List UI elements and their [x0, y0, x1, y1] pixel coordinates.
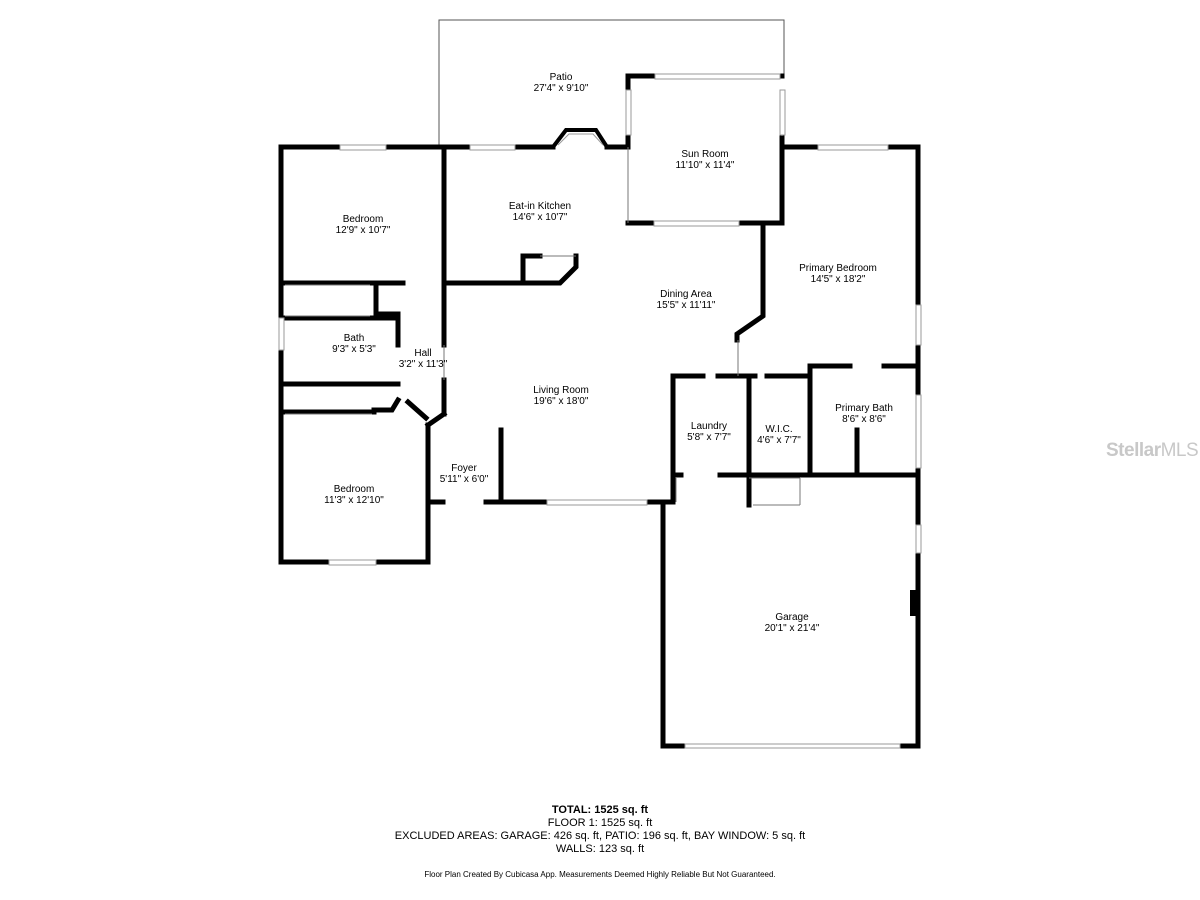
kitchen-name: Eat-in Kitchen [509, 201, 571, 212]
excluded-areas: EXCLUDED AREAS: GARAGE: 426 sq. ft, PATI… [394, 830, 806, 842]
bay-window [551, 128, 609, 149]
wic-dims: 4'6" x 7'7" [757, 435, 801, 446]
laundry-name: Laundry [691, 421, 727, 432]
primary-bath-dims: 8'6" x 8'6" [842, 414, 886, 425]
garage-name: Garage [775, 612, 809, 623]
windows [278, 73, 922, 749]
walls-area: WALLS: 123 sq. ft [555, 843, 645, 855]
dining-dims: 15'5" x 11'11" [657, 300, 716, 311]
foyer-dims: 5'11" x 6'0" [440, 474, 489, 485]
watermark-suffix: MLS [1160, 440, 1199, 461]
hall-name: Hall [414, 348, 431, 359]
bay-window-glass [557, 133, 604, 146]
sun-room-name: Sun Room [681, 149, 728, 160]
walls [278, 73, 921, 749]
credit-note: Floor Plan Created By Cubicasa App. Meas… [424, 870, 776, 879]
patio-dims: 27'4" x 9'10" [534, 83, 589, 94]
bedroom-2-name: Bedroom [334, 484, 375, 495]
hall-dims: 3'2" x 11'3" [399, 359, 448, 370]
primary-bedroom-name: Primary Bedroom [799, 263, 877, 274]
total-area: TOTAL: 1525 sq. ft [551, 804, 649, 816]
kitchen-dims: 14'6" x 10'7" [513, 212, 568, 223]
garage-dims: 20'1" x 21'4" [765, 623, 820, 634]
living-name: Living Room [533, 385, 589, 396]
floor-area: FLOOR 1: 1525 sq. ft [547, 817, 653, 829]
primary-bath-name: Primary Bath [835, 403, 893, 414]
patio-name: Patio [550, 72, 573, 83]
bath-dims: 9'3" x 5'3" [332, 344, 376, 355]
bath-name: Bath [344, 333, 365, 344]
wic-name: W.I.C. [765, 424, 792, 435]
bedroom-2-dims: 11'3" x 12'10" [324, 495, 384, 506]
watermark-brand: Stellar [1106, 440, 1161, 461]
bedroom-1-dims: 12'9" x 10'7" [336, 225, 391, 236]
laundry-dims: 5'8" x 7'7" [687, 432, 731, 443]
watermark-logo: StellarMLS [1106, 440, 1199, 462]
bedroom-1-name: Bedroom [343, 214, 384, 225]
sun-room-dims: 11'10" x 11'4" [676, 160, 735, 171]
foyer-name: Foyer [451, 463, 477, 474]
garage-door-track [910, 590, 918, 616]
primary-bedroom-dims: 14'5" x 18'2" [811, 274, 866, 285]
living-dims: 19'6" x 18'0" [534, 396, 589, 407]
dining-name: Dining Area [660, 289, 712, 300]
area-summary: TOTAL: 1525 sq. ft FLOOR 1: 1525 sq. ft … [0, 804, 1200, 856]
patio-outline [438, 19, 785, 146]
